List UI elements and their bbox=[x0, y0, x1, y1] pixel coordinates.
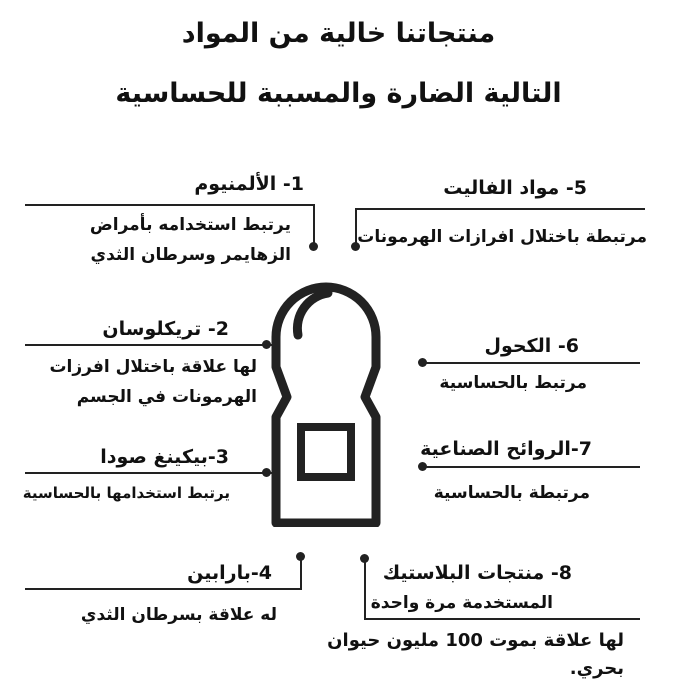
item-4-line bbox=[25, 588, 302, 590]
item-1-dot bbox=[309, 242, 318, 251]
item-5-line bbox=[355, 208, 645, 210]
item-8-line bbox=[364, 618, 640, 620]
item-1-connector bbox=[313, 204, 315, 246]
item-5-connector bbox=[355, 208, 357, 244]
item-8-desc-2: لها علاقة بموت 100 مليون حيوان bbox=[327, 630, 624, 651]
item-8-desc-1: المستخدمة مرة واحدة bbox=[370, 593, 553, 613]
item-2-title: 2- تريكلوسان bbox=[102, 318, 229, 340]
item-4-dot bbox=[296, 552, 305, 561]
item-8-connector bbox=[364, 560, 366, 620]
item-5-dot bbox=[351, 242, 360, 251]
item-1-desc-1: يرتبط استخدامه بأمراض bbox=[89, 215, 291, 235]
item-3-title: 3-بيكينغ صودا bbox=[100, 446, 229, 468]
item-4-desc-1: له علاقة بسرطان الثدي bbox=[80, 605, 277, 625]
item-7-dot bbox=[418, 462, 427, 471]
item-5-title: 5- مواد الفاليت bbox=[443, 177, 587, 199]
item-2-line bbox=[25, 344, 275, 346]
item-4-title: 4-بارابين bbox=[187, 562, 272, 584]
title-line-2: التالية الضارة والمسببة للحساسية bbox=[115, 78, 562, 109]
roll-on-deodorant-icon bbox=[271, 282, 381, 527]
item-5-desc-1: مرتبطة باختلال افرازات الهرمونات bbox=[357, 227, 647, 247]
item-3-line bbox=[25, 472, 275, 474]
item-2-dot bbox=[262, 340, 271, 349]
item-1-line bbox=[25, 204, 315, 206]
item-3-desc-1: يرتبط استخدامها بالحساسية bbox=[22, 484, 230, 502]
item-8-dot bbox=[360, 554, 369, 563]
item-2-desc-1: لها علاقة باختلال افرزات bbox=[49, 357, 257, 377]
item-8-desc-3: بحري. bbox=[569, 658, 624, 679]
item-3-dot bbox=[262, 468, 271, 477]
item-7-title: 7-الروائح الصناعية bbox=[420, 438, 592, 460]
item-1-desc-2: الزهايمر وسرطان الثدي bbox=[90, 245, 291, 265]
item-1-title: 1- الألمنيوم bbox=[194, 173, 304, 195]
item-6-desc-1: مرتبط بالحساسية bbox=[439, 373, 587, 393]
item-4-connector bbox=[300, 556, 302, 590]
item-6-title: 6- الكحول bbox=[484, 335, 579, 357]
item-7-desc-1: مرتبطة بالحساسية bbox=[433, 483, 590, 503]
item-6-line bbox=[422, 362, 640, 364]
item-8-title: 8- منتجات البلاستيك bbox=[382, 562, 572, 584]
title-line-1: منتجاتنا خالية من المواد bbox=[181, 18, 496, 49]
item-7-line bbox=[422, 466, 640, 468]
item-2-desc-2: الهرمونات في الجسم bbox=[76, 387, 257, 407]
item-6-dot bbox=[418, 358, 427, 367]
